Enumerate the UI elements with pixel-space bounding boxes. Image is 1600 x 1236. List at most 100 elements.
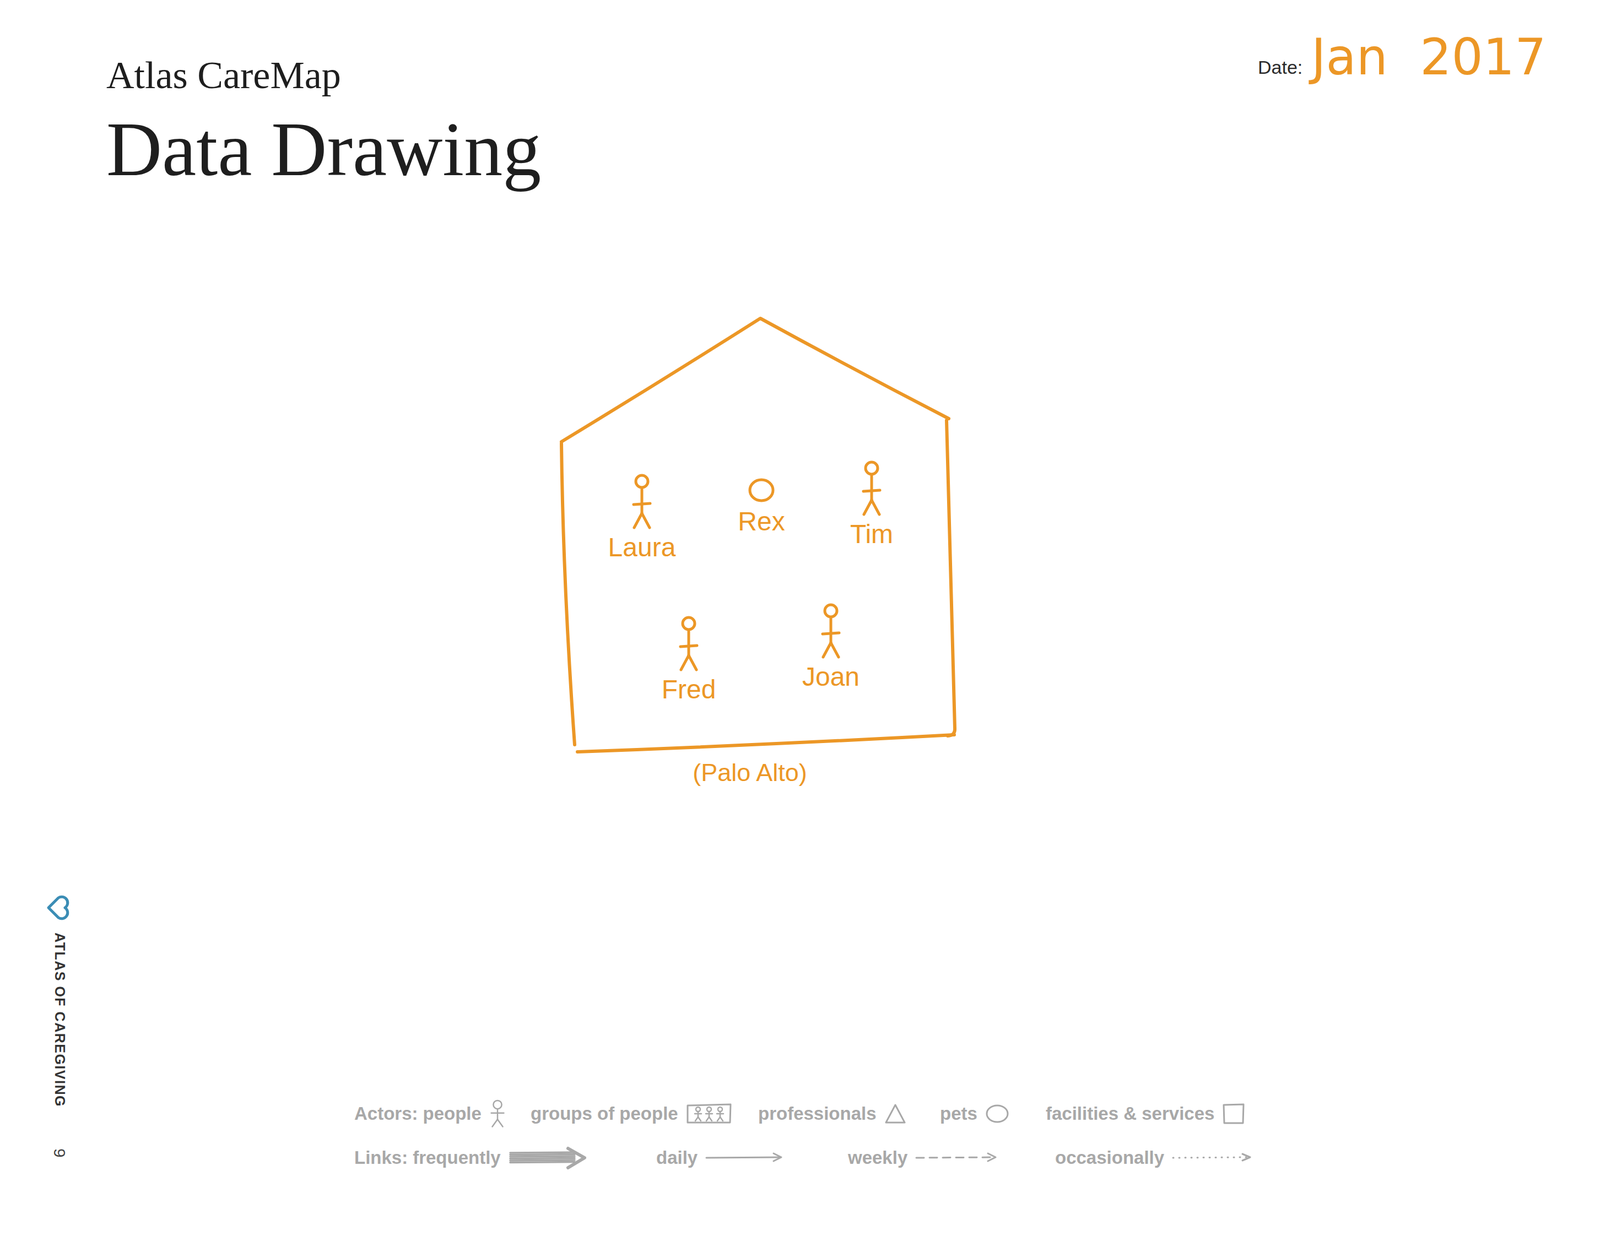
person-symbol [624,473,660,531]
logo-icon [48,896,68,920]
legend-stroke [706,1157,781,1159]
person-limb [829,617,833,645]
person-limb [830,642,839,658]
legend-item: pets [939,1104,1010,1124]
legend-shape [986,1105,1008,1123]
legend-item: people [423,1099,506,1129]
node-label: Laura [608,534,677,561]
person-limb [822,633,840,635]
legend-shape [568,1148,585,1169]
node-label: Rex [737,508,785,535]
node-label: Joan [802,663,860,691]
legend-stroke [492,1119,498,1127]
person-limb [863,500,872,515]
person-figure: Joan [802,603,860,691]
date-label: Date: [1257,57,1303,77]
person-figure: Tim [850,460,894,548]
side-title: ATLAS OF CAREGIVING [52,932,67,1108]
person-head [682,617,695,630]
legend-text: occasionally [1055,1148,1165,1167]
person-limb [634,513,642,528]
legend-stroke [510,1158,575,1159]
person-limb [680,645,697,647]
legend-stroke [510,1160,575,1161]
legend-text: professionals [758,1104,877,1123]
legend-shape [1242,1154,1251,1161]
legend-item: groups of people [530,1103,733,1125]
legend-text: people [423,1104,482,1123]
person-limb [823,642,831,658]
legend-item: occasionally [1055,1148,1253,1167]
person-head [865,462,878,475]
legend-sample [985,1104,1010,1124]
legend-item: frequently [412,1146,587,1171]
legend-text: pets [939,1104,978,1123]
person-symbol [813,603,849,660]
legend-sample [685,1103,733,1125]
header-label: Atlas CareMap [106,56,342,95]
house-line [577,734,955,753]
legend-stroke [496,1109,499,1120]
person-limb [688,655,697,670]
page-title: Data Drawing [106,110,542,188]
person-symbol [853,460,890,517]
node-label: Tim [850,521,894,548]
legend-stroke [916,1157,995,1159]
pet-circle [749,479,774,501]
house-outline: (Palo Alto) Laura Rex TimFred Joan [550,308,970,794]
legend-shape [1223,1104,1244,1124]
legend-sample [705,1152,784,1165]
person-limb [633,503,651,505]
legend-item: facilities & services [1045,1103,1246,1126]
legend-stroke [510,1154,575,1155]
legend-sample [489,1099,506,1129]
person-head [824,604,837,618]
person-figure: Laura [608,473,677,561]
house-line [946,420,955,737]
person-limb [870,474,874,502]
date-value: Jan 2017 [1311,32,1547,83]
legend-row-label: Actors: [354,1104,419,1123]
person-figure: Fred [661,615,717,704]
legend-stroke [490,1112,504,1115]
legend-text: groups of people [530,1104,679,1123]
house-line [561,443,575,745]
person-symbol [671,615,707,673]
legend-sample [1222,1103,1246,1126]
legend-item: professionals [758,1103,907,1125]
legend-row-label: Links: [354,1148,408,1167]
legend-item: daily [656,1148,784,1167]
person-limb [680,655,689,670]
person-head [635,475,648,488]
legend-item: weekly [847,1148,998,1167]
legend-text: daily [656,1148,698,1167]
legend-stroke [698,1117,701,1122]
legend-stroke [709,1117,712,1122]
person-limb [640,488,643,515]
node-label: (Palo Alto) [692,760,808,786]
legend-stroke [510,1156,575,1158]
legend-stroke [510,1152,575,1154]
person-limb [863,490,880,492]
legend-stroke [720,1117,723,1122]
legend-shape [885,1105,905,1123]
legend-sample [884,1103,907,1125]
legend-shape [687,1104,731,1123]
legend-stroke [716,1112,724,1115]
house-line [561,318,949,442]
legend-stroke [705,1112,713,1115]
legend-sample [915,1152,998,1165]
legend-sample [1171,1152,1253,1165]
legend-head [493,1100,502,1110]
legend-stroke [694,1112,702,1115]
legend-stroke [510,1161,575,1163]
pet-symbol [746,476,777,505]
person-limb [687,630,690,657]
legend-text: facilities & services [1045,1104,1215,1123]
legend-stroke [1173,1157,1248,1159]
node-label: Fred [661,676,717,704]
legend-sample [508,1146,587,1171]
legend-shape [773,1153,782,1162]
legend-stroke [497,1119,504,1127]
